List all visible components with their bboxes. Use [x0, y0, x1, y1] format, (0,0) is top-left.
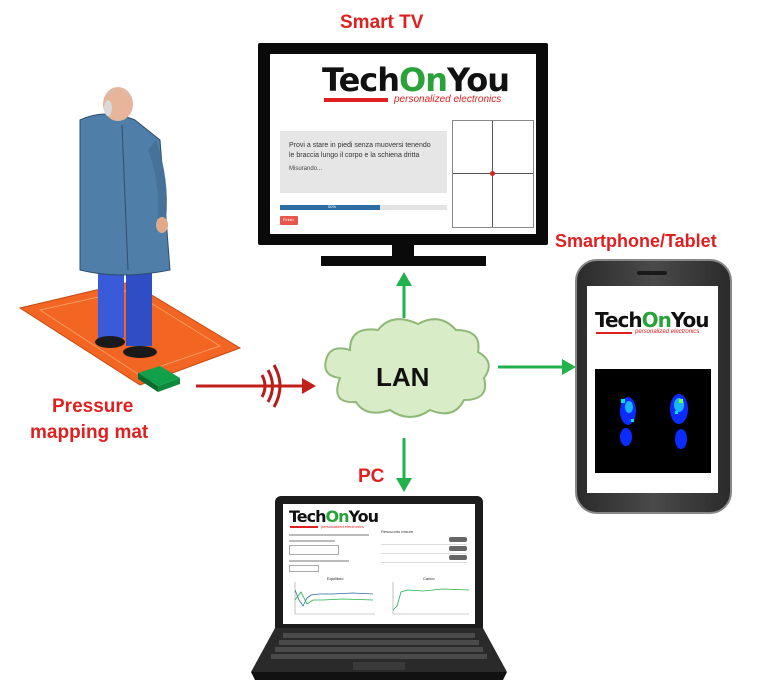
footprint-heatmap	[620, 394, 688, 449]
laptop-screen: TechOnYou personalized electronics Resoc…	[283, 504, 475, 624]
laptop-side-title: Resoconto misure	[381, 529, 414, 534]
tv-instruction-line2: le braccia lungo il corpo e la schiena d…	[289, 152, 420, 159]
phone-logo: TechOnYou	[595, 308, 710, 332]
phone-logo-text-you: You	[670, 308, 710, 332]
tv-logo: TechOnYou	[322, 61, 510, 99]
pressure-mat-label-line1: Pressure	[52, 396, 134, 417]
right-footprint	[670, 394, 688, 449]
logo-text-tech: Tech	[322, 61, 400, 99]
phone-logo-text-tech: Tech	[595, 308, 643, 332]
laptop-logo-text-on: On	[325, 507, 350, 526]
phone-speaker	[637, 271, 667, 275]
laptop-keyboard-keys	[271, 633, 487, 659]
tv-progress-text: 50%	[328, 204, 337, 209]
smartphone-tablet-label: Smartphone/Tablet	[555, 231, 717, 251]
phone-logo-underline	[596, 332, 632, 334]
laptop-form-lines	[289, 534, 373, 572]
pc-label: PC	[358, 466, 385, 487]
laptop-logo-subtitle: personalized electronics	[321, 524, 364, 529]
laptop-touchpad	[353, 662, 405, 670]
tv-progress-fill	[280, 205, 381, 210]
tv-instruction-panel: Provi a stare in piedi senza muoversi te…	[280, 131, 447, 193]
laptop-logo: TechOnYou	[289, 507, 379, 526]
tv-balance-point	[490, 171, 495, 176]
tv-finish-button[interactable]: Finish	[280, 216, 298, 225]
logo-text-on: On	[399, 61, 448, 99]
mat-sensor-box	[138, 366, 180, 386]
tv-finish-button-label: Finish	[283, 217, 294, 222]
tv-stand	[321, 256, 486, 266]
laptop-chart-left-title: Equilibrio	[327, 576, 344, 581]
smart-tv-label: Smart TV	[340, 12, 424, 33]
laptop-keyboard-base	[251, 628, 507, 680]
logo-text-you: You	[447, 61, 510, 99]
laptop-charts	[294, 582, 470, 615]
laptop-chart-right-title: Carico	[423, 576, 435, 581]
left-footprint	[620, 397, 636, 446]
tv-status-text: Misurando...	[289, 166, 323, 172]
laptop-logo-text-you: You	[348, 507, 379, 526]
smart-tv: TechOnYou personalized electronics Provi…	[258, 43, 548, 245]
tv-balance-plot	[452, 120, 534, 228]
tv-progress-track: 50%	[280, 204, 447, 210]
pressure-mat-label-line2: mapping mat	[30, 422, 149, 443]
tv-instruction-line1: Provi a stare in piedi senza muoversi te…	[289, 142, 431, 149]
laptop-logo-underline	[290, 526, 318, 528]
laptop-side-list	[381, 536, 467, 563]
phone-logo-text-on: On	[641, 308, 672, 332]
phone-screen: TechOnYou personalized electronics	[587, 286, 718, 493]
smartphone: TechOnYou personalized electronics	[575, 259, 732, 514]
person-on-mat-illustration	[18, 87, 242, 392]
lan-label: LAN	[376, 362, 430, 392]
tv-logo-underline	[324, 98, 388, 102]
phone-pressure-heatmap	[595, 369, 711, 473]
tv-logo-subtitle: personalized electronics	[394, 94, 502, 105]
tv-neck	[392, 243, 414, 257]
tv-screen: TechOnYou personalized electronics Provi…	[270, 54, 536, 234]
lan-cloud	[324, 318, 490, 418]
phone-logo-subtitle: personalized electronics	[635, 329, 700, 335]
laptop-logo-text-tech: Tech	[289, 507, 327, 526]
laptop: TechOnYou personalized electronics Resoc…	[275, 496, 483, 630]
